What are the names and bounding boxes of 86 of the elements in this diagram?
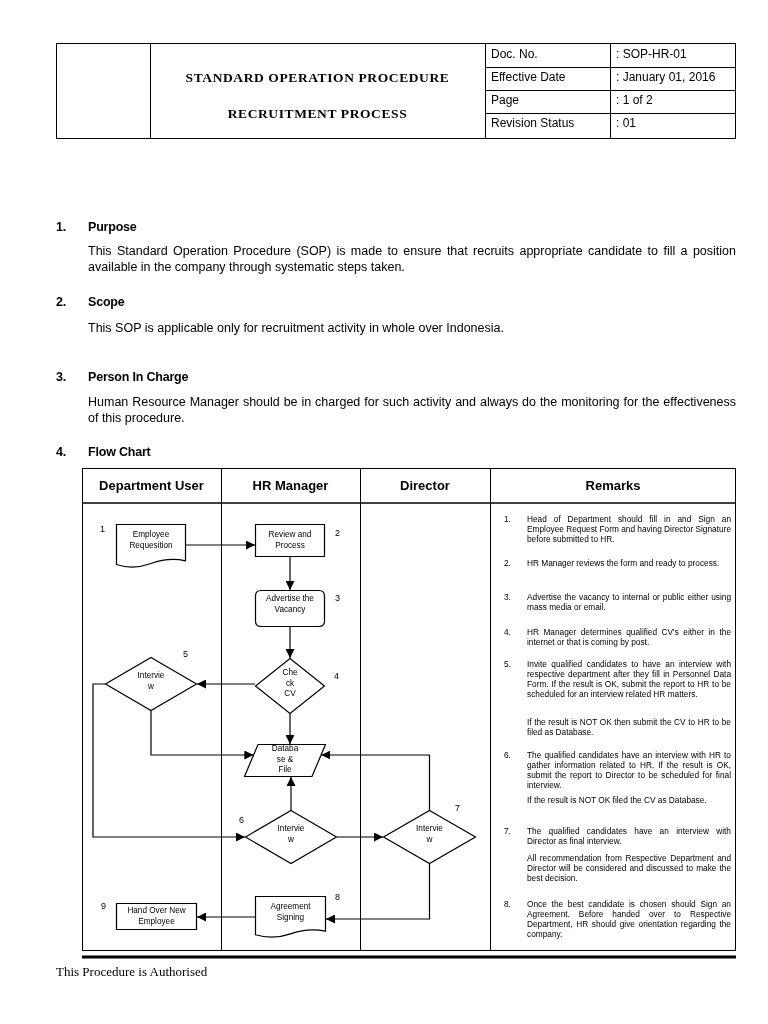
node-label: Advertise the Vacancy xyxy=(265,594,315,616)
node-label: Intervie w xyxy=(415,824,444,846)
step-number: 6 xyxy=(239,815,244,825)
step-number: 1 xyxy=(100,524,105,534)
table-value-text: : 1 of 2 xyxy=(616,93,654,108)
document-title: STANDARD OPERATION PROCEDURE xyxy=(184,70,451,87)
remark-text: Advertise the vacancy to internal or public either using mass media or email. xyxy=(527,592,731,613)
remark-number: 2. xyxy=(504,558,512,569)
remark-text: Once the best candidate is chosen should Sign an Agreement. Before handed over to Respective Department, HR should give orientation regarding the company. xyxy=(527,899,731,940)
remark-text: Head of Department should fill in and Sign an Employee Request Form and having Director Signature before submitted to HR. xyxy=(527,514,731,545)
remark-number: 7. xyxy=(504,826,512,837)
node-label: Review and Process xyxy=(267,530,313,552)
data-parallelogram xyxy=(244,744,326,777)
step-number: 7 xyxy=(455,803,460,813)
arrow xyxy=(285,713,295,745)
step-number: 2 xyxy=(335,528,340,538)
table-value-text: : SOP-HR-01 xyxy=(616,47,688,62)
arrow xyxy=(320,750,431,811)
arrow xyxy=(150,710,254,760)
remark-number: 1. xyxy=(504,514,512,525)
arrow xyxy=(196,679,256,689)
step-number: 5 xyxy=(183,649,188,659)
table-header-text: Doc. No. xyxy=(491,47,539,62)
node-label: Agreement Signing xyxy=(269,902,312,924)
remark-number: 3. xyxy=(504,592,512,603)
section-heading: Flow Chart xyxy=(88,445,152,461)
section-heading: Purpose xyxy=(88,220,138,236)
remark-text: The qualified candidates have an interview with HR to gather information related to HR. If the result is OK, submit the report to Director to be scheduled for final interview. xyxy=(527,750,731,791)
column-header: Department User xyxy=(98,478,205,495)
column-header: Remarks xyxy=(584,478,642,495)
section-heading: Scope xyxy=(88,295,126,311)
arrow xyxy=(285,556,295,591)
footer-text: This Procedure is Authorised xyxy=(56,964,209,981)
node-label: Databa se & File xyxy=(271,744,299,776)
arrow xyxy=(325,863,431,924)
remark-text: If the result is NOT OK then submit the CV to HR to be filed as Database. xyxy=(527,717,731,738)
node-label: Hand Over New Employee xyxy=(126,906,187,928)
table-value-text: : January 01, 2016 xyxy=(616,70,717,85)
decision-diamond xyxy=(105,657,197,711)
arrow xyxy=(285,626,295,659)
document-shape xyxy=(116,524,186,570)
step-number: 8 xyxy=(335,892,340,902)
process-box xyxy=(255,590,325,627)
step-number: 4 xyxy=(334,671,339,681)
arrow xyxy=(336,832,384,842)
remark-text: HR Manager determines qualified CV's either in the internet or that is coming by post. xyxy=(527,627,731,648)
remark-number: 6. xyxy=(504,750,512,761)
paragraph: This Standard Operation Procedure (SOP) is made to ensure that recruits appropriate candidate to fill a position available in the company through systematic steps taken. xyxy=(88,243,736,276)
column-header: Director xyxy=(399,478,451,495)
decision-diamond xyxy=(383,810,476,864)
remark-number: 8. xyxy=(504,899,512,910)
table-header-text: Effective Date xyxy=(491,70,567,85)
section-number: 4. xyxy=(56,445,68,461)
process-box xyxy=(255,524,325,557)
node-label: Che ck CV xyxy=(282,668,298,700)
remark-text: All recommendation from Respective Department and Director will be considered and discussed to make the best decision. xyxy=(527,853,731,884)
document-subtitle: RECRUITMENT PROCESS xyxy=(226,106,409,123)
remark-text: If the result is NOT OK filed the CV as Database. xyxy=(527,795,708,806)
node-label: Intervie w xyxy=(136,671,166,693)
paragraph: Human Resource Manager should be in charged for such activity and always do the monitoring for the effectiveness of this procedure. xyxy=(88,394,736,427)
decision-diamond xyxy=(255,658,325,714)
node-label: Intervie w xyxy=(276,824,306,846)
arrow xyxy=(196,912,256,922)
remark-text: Invite qualified candidates to have an interview with respective department after they fill in Personnel Data Form. If the result is OK, submit the report to HR to be scheduled for an interview related HR matters. xyxy=(527,659,731,700)
section-number: 1. xyxy=(56,220,68,236)
arrow xyxy=(92,683,246,842)
column-header: HR Manager xyxy=(251,478,330,495)
remark-text: HR Manager reviews the form and ready to process. xyxy=(527,558,721,569)
table-value-text: : 01 xyxy=(616,116,637,131)
table-header-text: Page xyxy=(491,93,521,108)
remark-number: 4. xyxy=(504,627,512,638)
node-label: Employee Requesition xyxy=(128,530,174,552)
table-header-text: Revision Status xyxy=(491,116,576,131)
document-shape xyxy=(255,896,326,940)
section-heading: Person In Charge xyxy=(88,370,190,386)
section-number: 3. xyxy=(56,370,68,386)
section-number: 2. xyxy=(56,295,68,311)
remark-text: The qualified candidates have an interview with Director as final interview. xyxy=(527,826,731,847)
paragraph: This SOP is applicable only for recruitment activity in whole over Indonesia. xyxy=(88,320,505,337)
step-number: 9 xyxy=(101,901,106,911)
arrow xyxy=(286,776,296,811)
process-box xyxy=(116,903,197,930)
decision-diamond xyxy=(245,810,337,864)
step-number: 3 xyxy=(335,593,340,603)
arrow xyxy=(185,540,256,550)
remark-number: 5. xyxy=(504,659,512,670)
